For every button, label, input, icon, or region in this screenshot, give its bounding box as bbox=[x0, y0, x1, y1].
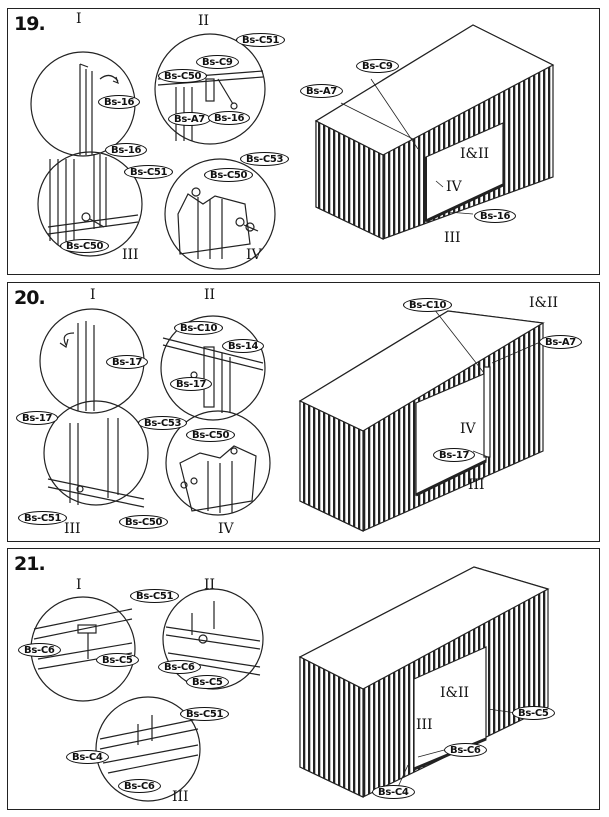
part-tag: Bs-C10 bbox=[403, 298, 453, 312]
part-tag: Bs-C5 bbox=[512, 706, 555, 720]
shed-21 bbox=[298, 566, 550, 798]
detail-ii-label: II bbox=[204, 577, 216, 593]
part-tag: Bs-C4 bbox=[372, 785, 415, 799]
detail-ii-label: II bbox=[198, 13, 210, 29]
detail-iv-label: IV bbox=[218, 521, 234, 537]
main-iv-label: IV bbox=[446, 179, 462, 195]
step-20-panel: 20. bbox=[7, 282, 600, 542]
detail-i-circle bbox=[30, 596, 136, 702]
part-tag: Bs-C50 bbox=[186, 428, 236, 442]
part-tag: Bs-C53 bbox=[240, 152, 290, 166]
step-20-drawing bbox=[39, 308, 545, 532]
part-tag: Bs-17 bbox=[106, 355, 149, 369]
main-iii-label: III bbox=[444, 230, 461, 246]
part-tag: Bs-C10 bbox=[174, 321, 224, 335]
detail-iii-label: III bbox=[122, 247, 139, 263]
part-tag: Bs-C50 bbox=[60, 239, 110, 253]
part-tag: Bs-C50 bbox=[119, 515, 169, 529]
part-tag: Bs-C6 bbox=[158, 660, 201, 674]
main-iv-label: IV bbox=[460, 421, 476, 437]
part-tag: Bs-C50 bbox=[158, 69, 208, 83]
step-21-drawing bbox=[30, 566, 550, 802]
part-tag: Bs-C6 bbox=[118, 779, 161, 793]
detail-i-label: I bbox=[76, 11, 82, 27]
detail-ii-circle bbox=[162, 588, 264, 690]
part-tag: Bs-16 bbox=[98, 95, 141, 109]
shed-19 bbox=[314, 24, 555, 240]
part-tag: Bs-C5 bbox=[96, 653, 139, 667]
main-i-ii-label: I&II bbox=[460, 146, 490, 162]
part-tag: Bs-17 bbox=[16, 411, 59, 425]
shed-20 bbox=[298, 310, 545, 532]
detail-iii-circle bbox=[95, 696, 201, 802]
detail-i-label: I bbox=[90, 287, 96, 303]
step-number: 20. bbox=[14, 287, 46, 309]
part-tag: Bs-C6 bbox=[444, 743, 487, 757]
part-tag: Bs-C9 bbox=[356, 59, 399, 73]
part-tag: Bs-C51 bbox=[236, 33, 286, 47]
part-tag: Bs-17 bbox=[170, 377, 213, 391]
detail-ii-label: II bbox=[204, 287, 216, 303]
detail-iv-circle bbox=[164, 158, 276, 270]
part-tag: Bs-C51 bbox=[124, 165, 174, 179]
part-tag: Bs-16 bbox=[474, 209, 517, 223]
detail-iv-circle bbox=[165, 410, 271, 516]
part-tag: Bs-C9 bbox=[196, 55, 239, 69]
detail-iii-label: III bbox=[172, 789, 189, 805]
part-tag: Bs-A7 bbox=[539, 335, 582, 349]
detail-ii-circle bbox=[160, 315, 266, 421]
detail-iii-circle bbox=[37, 151, 143, 257]
part-tag: Bs-16 bbox=[105, 143, 148, 157]
step-number: 21. bbox=[14, 553, 46, 575]
main-iii-label: III bbox=[468, 477, 485, 493]
part-tag: Bs-16 bbox=[208, 111, 251, 125]
detail-ii-circle bbox=[154, 33, 266, 145]
part-tag: Bs-C6 bbox=[18, 643, 61, 657]
part-tag: Bs-C5 bbox=[186, 675, 229, 689]
part-tag: Bs-C51 bbox=[180, 707, 230, 721]
part-tag: Bs-A7 bbox=[168, 112, 211, 126]
step-19-panel: 19. bbox=[7, 8, 600, 275]
detail-iv-label: IV bbox=[246, 247, 262, 263]
detail-i-label: I bbox=[76, 577, 82, 593]
main-iii-label: III bbox=[416, 717, 433, 733]
part-tag: Bs-A7 bbox=[300, 84, 343, 98]
part-tag: Bs-C4 bbox=[66, 750, 109, 764]
part-tag: Bs-C51 bbox=[130, 589, 180, 603]
main-i-ii-label: I&II bbox=[440, 685, 470, 701]
detail-iii-label: III bbox=[64, 521, 81, 537]
part-tag: Bs-C51 bbox=[18, 511, 68, 525]
part-tag: Bs-C53 bbox=[138, 416, 188, 430]
step-19-drawing bbox=[30, 24, 555, 270]
main-i-ii-label: I&II bbox=[529, 295, 559, 311]
detail-iii-circle bbox=[43, 400, 149, 508]
step-number: 19. bbox=[14, 13, 46, 35]
part-tag: Bs-14 bbox=[222, 339, 265, 353]
part-tag: Bs-C50 bbox=[204, 168, 254, 182]
part-tag: Bs-17 bbox=[433, 448, 476, 462]
step-21-panel: 21. bbox=[7, 548, 600, 810]
